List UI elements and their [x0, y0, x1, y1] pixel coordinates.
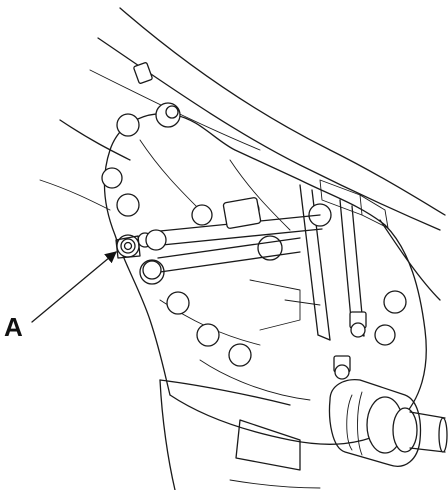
top-bolt	[133, 62, 179, 119]
drive-shaft	[328, 379, 448, 467]
engine-housing-outline	[39, 7, 446, 301]
bolt-bosses	[101, 102, 407, 367]
shift-linkage	[142, 197, 323, 280]
callout-a: A	[4, 251, 117, 342]
callout-a-bolt	[115, 234, 141, 259]
callout-a-label: A	[4, 312, 23, 342]
right-bolts	[333, 311, 367, 380]
callout-arrow	[31, 251, 117, 323]
lower-housing	[159, 379, 321, 490]
case-ribs	[299, 179, 389, 341]
